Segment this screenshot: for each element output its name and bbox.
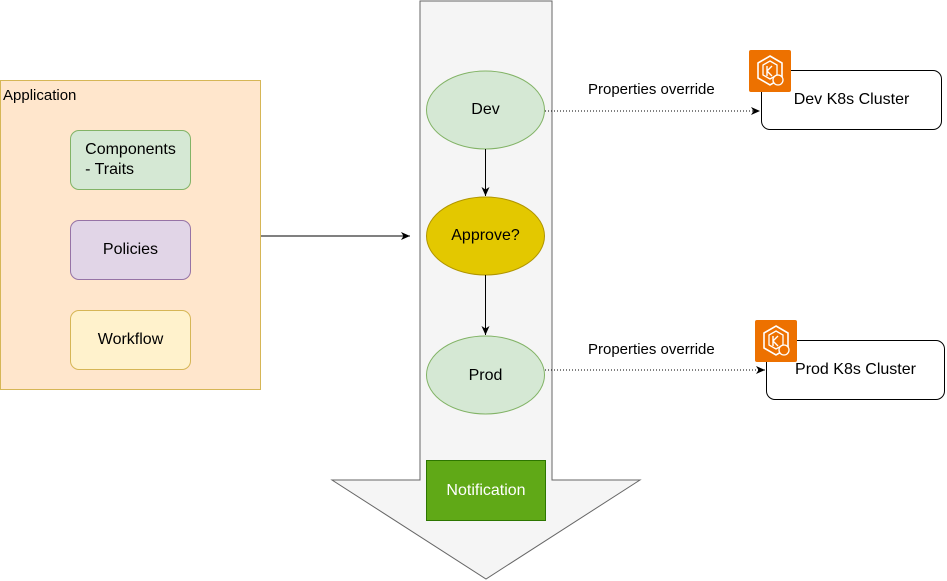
- workflow-label: Workflow: [97, 331, 164, 348]
- kubernetes-eks-icon: [749, 50, 791, 92]
- kubernetes-eks-icon: [755, 320, 797, 362]
- components-traits-label: Components - Traits: [85, 141, 176, 178]
- dev-k8s-cluster-label: Dev K8s Cluster: [793, 91, 910, 108]
- prod-step-shape: [426, 335, 545, 415]
- workflow-box: Workflow: [70, 310, 191, 370]
- prod-k8s-cluster-label: Prod K8s Cluster: [795, 361, 916, 378]
- approve-step-label: Approve?: [451, 226, 520, 244]
- prod-step-label: Prod: [468, 366, 503, 384]
- components-traits-box: Components - Traits: [70, 130, 191, 190]
- dev-properties-override-label: Properties override: [588, 81, 715, 98]
- policies-box: Policies: [70, 220, 191, 280]
- prod-properties-override-label: Properties override: [588, 341, 715, 358]
- application-title: Application: [3, 87, 77, 104]
- dev-step: Dev: [426, 70, 545, 149]
- notification-step: Notification: [426, 460, 546, 521]
- prod-step: Prod: [426, 336, 545, 415]
- policies-label: Policies: [102, 241, 159, 258]
- approve-step: Approve?: [426, 196, 545, 275]
- dev-step-label: Dev: [471, 100, 500, 118]
- dev-k8s-cluster-box: Dev K8s Cluster: [761, 70, 942, 130]
- notification-label: Notification: [446, 481, 526, 499]
